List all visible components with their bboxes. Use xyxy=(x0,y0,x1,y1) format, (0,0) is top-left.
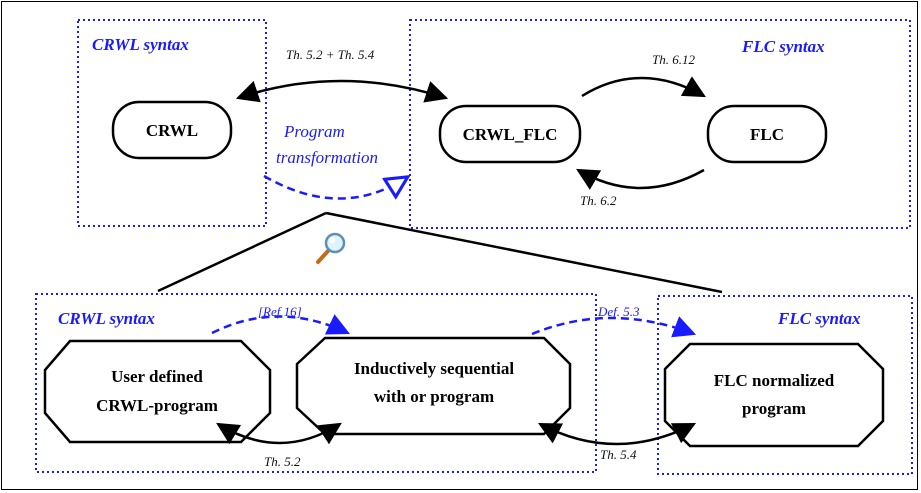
node-crwl-flc xyxy=(438,104,582,164)
node-inductively-line1: Inductively sequential xyxy=(354,359,514,378)
program-transformation-line2: transformation xyxy=(276,148,378,167)
edge-program-transformation xyxy=(263,174,406,199)
edge-ref16 xyxy=(211,314,351,335)
edge-label-ref16: [Ref 16] xyxy=(258,304,302,319)
edge-crwlflc-flc xyxy=(581,76,706,98)
top-left-group-title: CRWL syntax xyxy=(92,35,189,54)
node-flc-label: FLC xyxy=(750,125,784,144)
zoom-line-left xyxy=(157,211,327,293)
node-inductively-line2: with or program xyxy=(374,387,494,406)
node-user-defined-line2: CRWL-program xyxy=(96,396,218,415)
node-flc xyxy=(706,104,828,164)
node-user-defined-line1: User defined xyxy=(111,367,203,386)
node-inductively-sequential xyxy=(295,336,572,436)
bottom-left-group-title: CRWL syntax xyxy=(58,309,155,328)
top-left-group-box xyxy=(77,19,267,227)
node-flc-normalized xyxy=(663,342,885,448)
edge-label-th52: Th. 5.2 xyxy=(264,454,301,469)
program-transformation-line1: Program xyxy=(283,122,345,141)
edge-def53 xyxy=(531,316,697,338)
edge-th52-bottom xyxy=(216,422,342,445)
bottom-left-group-box xyxy=(35,293,597,473)
edge-th54-bottom xyxy=(538,422,697,446)
bottom-right-group-box xyxy=(657,295,913,475)
node-flc-normalized-line1: FLC normalized xyxy=(714,371,835,390)
magnifier-icon xyxy=(316,232,346,264)
edge-crwl-crwlflc xyxy=(235,79,449,103)
top-right-group-box xyxy=(409,19,911,229)
edge-label-th52-th54: Th. 5.2 + Th. 5.4 xyxy=(286,47,375,62)
top-right-group-title: FLC syntax xyxy=(741,37,825,56)
bottom-right-group-title: FLC syntax xyxy=(777,309,861,328)
node-crwl xyxy=(111,100,233,160)
edge-label-th54: Th. 5.4 xyxy=(600,447,637,462)
node-crwl-label: CRWL xyxy=(146,121,198,140)
edge-label-th62: Th. 6.2 xyxy=(580,193,617,208)
edge-label-def53: Def. 5.3 xyxy=(597,304,640,319)
node-user-defined xyxy=(43,339,272,444)
node-flc-normalized-line2: program xyxy=(742,399,806,418)
zoom-line-right xyxy=(325,211,723,294)
node-crwl-flc-label: CRWL_FLC xyxy=(463,125,558,144)
edge-label-th612: Th. 6.12 xyxy=(652,52,695,67)
edge-flc-crwlflc xyxy=(576,168,705,190)
